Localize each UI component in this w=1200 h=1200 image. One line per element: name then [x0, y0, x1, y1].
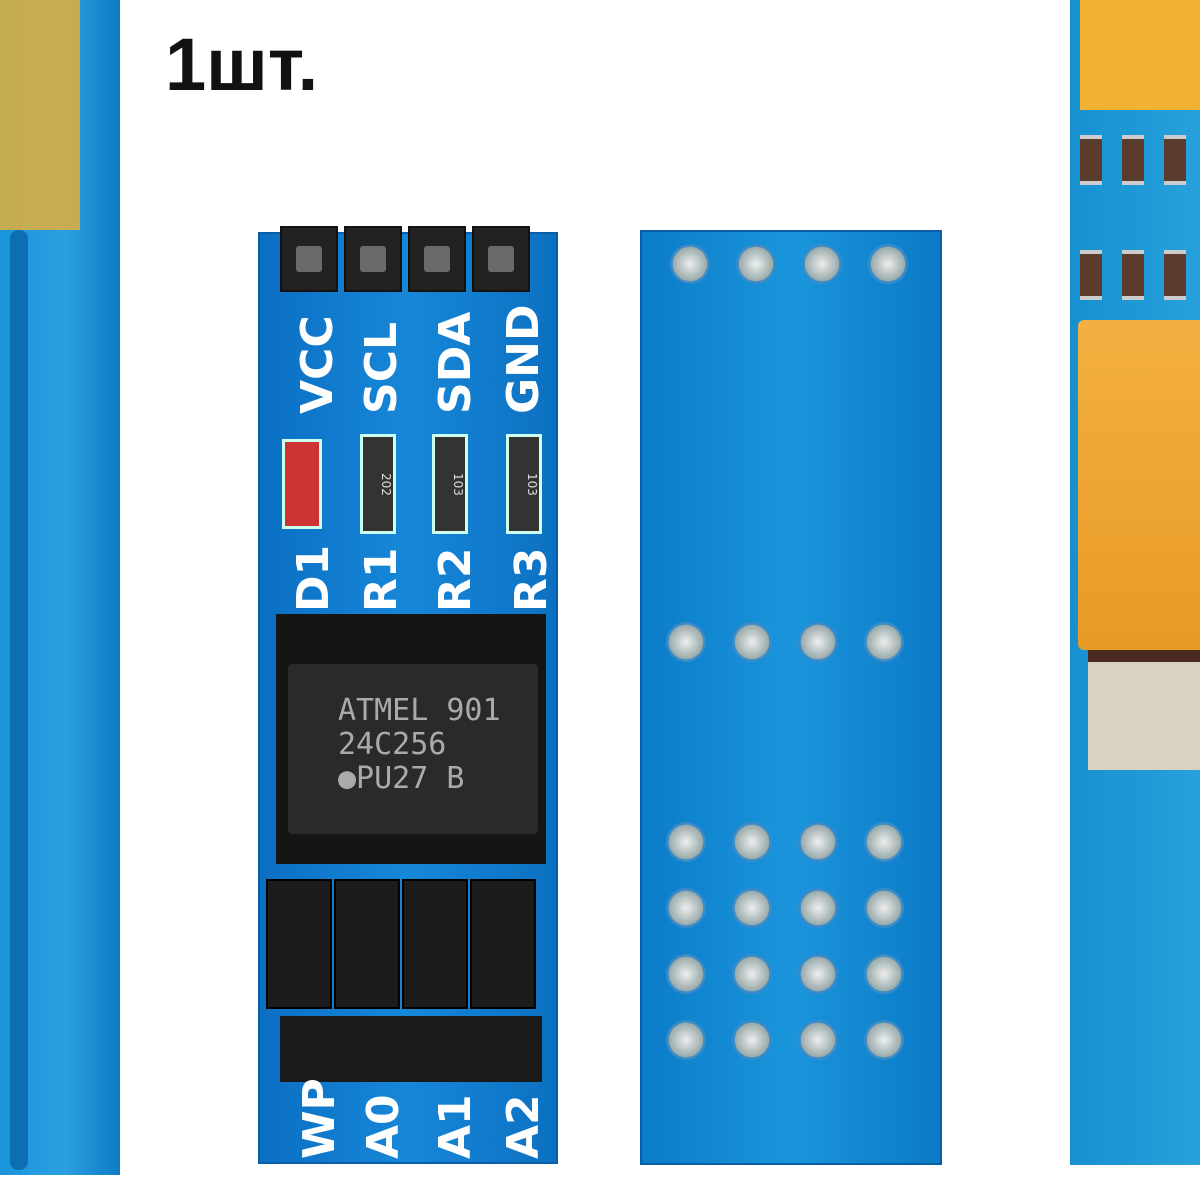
- header-pin: [472, 226, 530, 292]
- flex-cable: [0, 0, 80, 230]
- solder-pad: [732, 1020, 772, 1060]
- label-r2: R2: [430, 547, 481, 613]
- board-trace: [10, 230, 28, 1170]
- label-a1: A1: [430, 1094, 481, 1159]
- header-pin: [280, 226, 338, 292]
- label-vcc: VCC: [292, 315, 343, 414]
- label-a0: A0: [358, 1094, 409, 1159]
- smd-component: [1080, 135, 1102, 185]
- flex-cable: [1080, 0, 1200, 110]
- pad-row: [666, 622, 904, 662]
- label-r3: R3: [506, 547, 557, 613]
- jumper[interactable]: [334, 879, 400, 1009]
- resistor-r3: 103: [506, 434, 542, 534]
- solder-pad: [864, 822, 904, 862]
- smd-component: [1122, 250, 1144, 300]
- solder-pad: [798, 954, 838, 994]
- solder-pad: [666, 822, 706, 862]
- solder-pad: [868, 244, 908, 284]
- address-jumpers: [266, 879, 536, 1009]
- smd-components: [1080, 250, 1186, 300]
- solder-pad: [798, 1020, 838, 1060]
- header-pin: [344, 226, 402, 292]
- pad-grid: [666, 822, 904, 1060]
- solder-pad: [670, 244, 710, 284]
- solder-pad: [798, 622, 838, 662]
- solder-pad: [736, 244, 776, 284]
- label-gnd: GND: [498, 304, 549, 414]
- smd-components: [1080, 135, 1186, 185]
- chip-line-3: ●PU27 B: [338, 761, 465, 796]
- solder-pad: [864, 954, 904, 994]
- label-a2: A2: [498, 1094, 549, 1159]
- label-sda: SDA: [430, 311, 481, 414]
- led-d1: [282, 439, 322, 529]
- label-wp: WP: [294, 1078, 345, 1159]
- pad-row: [670, 244, 908, 284]
- solder-pad: [732, 622, 772, 662]
- smd-component: [1080, 250, 1102, 300]
- solder-pad: [864, 622, 904, 662]
- right-board-partial: [1070, 0, 1200, 1165]
- resistor-r2: 103: [432, 434, 468, 534]
- smd-component: [1164, 250, 1186, 300]
- solder-pad: [666, 954, 706, 994]
- jumper[interactable]: [266, 879, 332, 1009]
- solder-pad: [732, 954, 772, 994]
- solder-pad: [666, 888, 706, 928]
- header-pin: [408, 226, 466, 292]
- label-d1: D1: [288, 544, 339, 612]
- smd-component: [1122, 135, 1144, 185]
- chip-line-2: 24C256: [338, 727, 447, 762]
- eeprom-module-back: [640, 230, 942, 1165]
- smd-component: [1164, 135, 1186, 185]
- solder-pad: [666, 1020, 706, 1060]
- solder-pad: [864, 1020, 904, 1060]
- jumper[interactable]: [402, 879, 468, 1009]
- eeprom-module-front: VCC SCL SDA GND 202 103 103 D1 R1 R2 R3 …: [258, 226, 558, 1164]
- solder-pad: [798, 888, 838, 928]
- eeprom-chip: ATMEL 901 24C256 ●PU27 B: [288, 664, 538, 834]
- left-board-partial: [0, 0, 120, 1175]
- quantity-label: 1шт.: [165, 23, 319, 106]
- chip-line-1: ATMEL 901: [338, 693, 501, 728]
- solder-pad: [732, 888, 772, 928]
- jumper[interactable]: [470, 879, 536, 1009]
- label-scl: SCL: [356, 321, 407, 414]
- oled-flex: [1078, 320, 1200, 650]
- solder-pad: [864, 888, 904, 928]
- solder-pad: [732, 822, 772, 862]
- pin-header-top: [280, 226, 530, 292]
- label-r1: R1: [356, 547, 407, 613]
- solder-pad: [802, 244, 842, 284]
- resistor-r1: 202: [360, 434, 396, 534]
- connector: [1088, 650, 1200, 770]
- pin-header-bottom: [280, 1016, 542, 1082]
- solder-pad: [798, 822, 838, 862]
- solder-pad: [666, 622, 706, 662]
